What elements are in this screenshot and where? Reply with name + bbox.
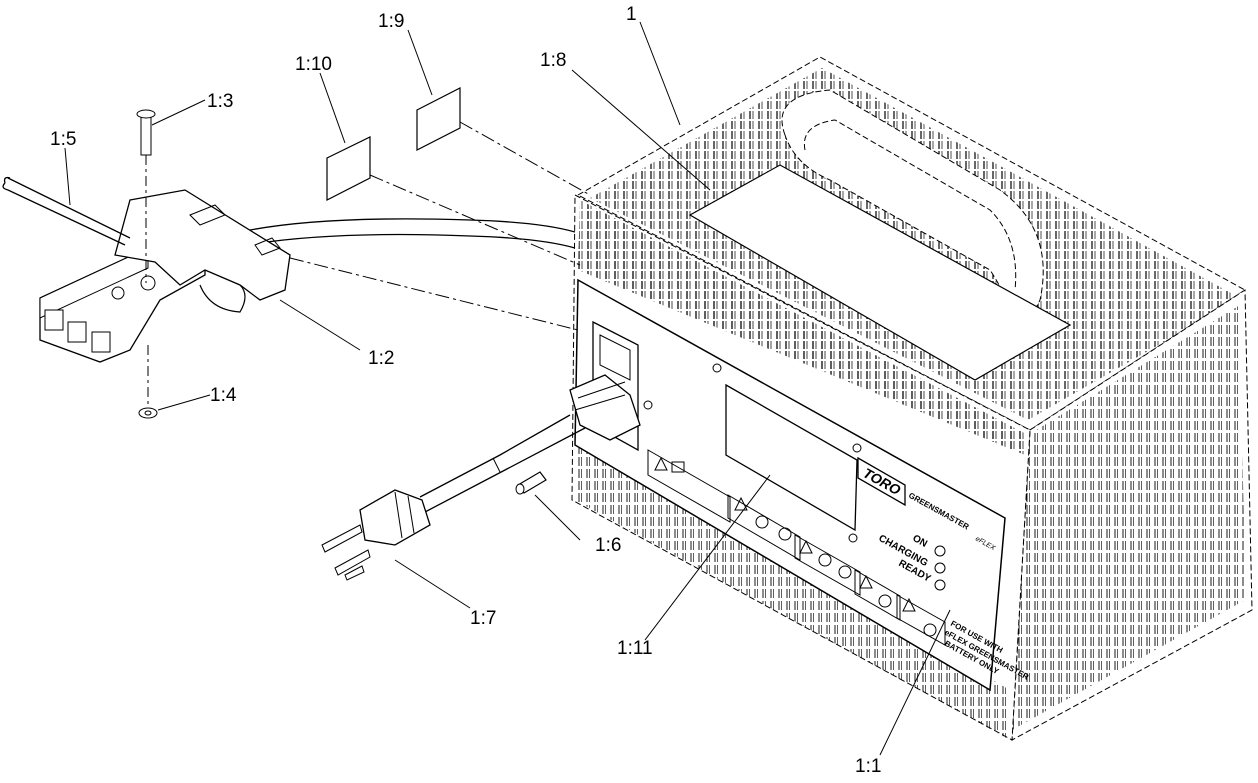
callout-1-2: 1:2 xyxy=(368,348,394,369)
decal-upper-leader xyxy=(459,121,591,196)
warning-icon-strip xyxy=(647,449,946,646)
display-window-decal xyxy=(725,383,858,532)
ready-led-icon xyxy=(934,579,946,591)
callout-1-10: 1:10 xyxy=(295,54,332,75)
dc-connector-assembly xyxy=(39,189,291,363)
callout-1-8: 1:8 xyxy=(540,50,566,71)
callout-1-7: 1:7 xyxy=(470,608,496,629)
connector-screw-head-icon xyxy=(140,275,156,291)
leader-lines xyxy=(64,21,951,756)
callout-1-11: 1:11 xyxy=(617,638,653,659)
callout-1-5: 1:5 xyxy=(50,129,76,150)
decal-small-upper xyxy=(416,87,461,151)
callout-1-3: 1:3 xyxy=(207,91,233,112)
ac-power-cord xyxy=(321,374,641,581)
decal-small-lower xyxy=(326,136,371,201)
callout-1-4: 1:4 xyxy=(210,385,237,406)
front-panel: TORO GREENSMASTER eFLEX ON CHARGING READ… xyxy=(574,278,1030,692)
callout-1-1: 1:1 xyxy=(855,756,881,777)
on-led-icon xyxy=(934,545,946,557)
dc-cable xyxy=(239,218,576,233)
charging-led-icon xyxy=(934,562,946,574)
callout-1-6: 1:6 xyxy=(595,535,621,556)
callout-1: 1 xyxy=(626,4,637,25)
fuse xyxy=(515,471,547,495)
toro-logo-badge xyxy=(857,456,906,507)
top-label-decal xyxy=(688,164,1072,381)
nut xyxy=(138,345,158,419)
insertion-tool xyxy=(2,176,131,246)
screw xyxy=(136,109,156,283)
callout-1-9: 1:9 xyxy=(378,11,404,32)
decal-lower-leader xyxy=(369,174,581,266)
